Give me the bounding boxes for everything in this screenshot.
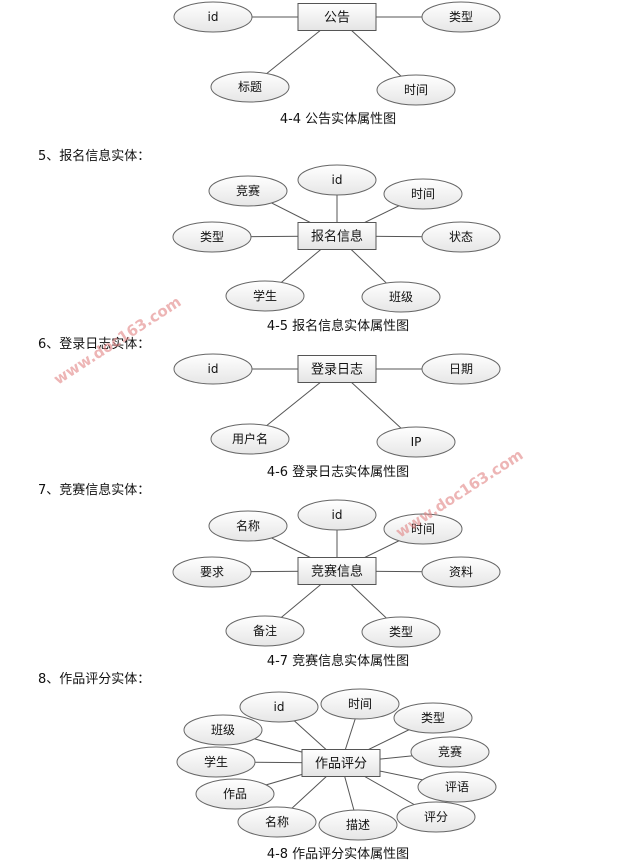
caption-fig-4-5: 4-5 报名信息实体属性图: [267, 318, 409, 334]
attribute-ellipse: [361, 281, 441, 313]
heading-login-log: 6、登录日志实体：: [38, 337, 150, 352]
entity-label: 公告: [324, 11, 350, 26]
attribute-label: IP: [411, 435, 422, 449]
attribute-label: 作品: [223, 787, 247, 801]
attribute-ellipse: [376, 74, 456, 106]
attribute-label: 名称: [236, 518, 260, 533]
attribute-label: 类型: [389, 625, 413, 639]
attribute-ellipse: [318, 809, 398, 841]
attribute-label: id: [332, 508, 343, 522]
attribute-ellipse: [195, 778, 275, 810]
attribute-label: 要求: [200, 565, 224, 579]
attribute-ellipse: [210, 71, 290, 103]
attribute-label: 学生: [253, 288, 277, 303]
entity-label: 竞赛信息: [311, 564, 363, 580]
attribute-ellipse: [410, 736, 490, 768]
attribute-ellipse: [383, 513, 463, 545]
attribute-ellipse: [421, 221, 501, 253]
entity-label: 登录日志: [311, 363, 363, 378]
attribute-ellipse: [421, 556, 501, 588]
attribute-ellipse: [208, 510, 288, 542]
attribute-ellipse: [183, 714, 263, 746]
attribute-label: 竞赛: [236, 183, 260, 198]
attribute-label: 时间: [411, 522, 435, 536]
attribute-label: 名称: [265, 814, 289, 829]
attribute-label: 时间: [404, 83, 428, 97]
attribute-label: 状态: [449, 230, 473, 244]
attribute-label: id: [332, 173, 343, 187]
attribute-ellipse: [225, 615, 305, 647]
attribute-label: 时间: [348, 697, 372, 711]
caption-fig-4-6: 4-6 登录日志实体属性图: [267, 465, 409, 480]
entity-box: [297, 355, 377, 383]
attribute-ellipse: [237, 806, 317, 838]
entity-label: 报名信息: [311, 229, 363, 245]
attribute-label: 时间: [411, 187, 435, 201]
attribute-label: 描述: [346, 818, 370, 832]
attribute-ellipse: [208, 175, 288, 207]
caption-fig-4-4: 4-4 公告实体属性图: [280, 112, 396, 127]
attribute-ellipse: [172, 221, 252, 253]
attribute-label: id: [208, 10, 219, 24]
entity-box: [297, 222, 377, 250]
attribute-ellipse: [421, 353, 501, 385]
entity-box: [297, 557, 377, 585]
attribute-label: 类型: [421, 711, 445, 725]
attribute-label: 评分: [424, 810, 448, 824]
heading-registration: 5、报名信息实体：: [38, 148, 150, 164]
entity-box: [301, 749, 381, 777]
attribute-label: 资料: [449, 565, 473, 579]
attribute-label: 备注: [253, 623, 277, 638]
attribute-ellipse: [173, 1, 253, 33]
attribute-ellipse: [297, 499, 377, 531]
attribute-ellipse: [393, 702, 473, 734]
attribute-ellipse: [172, 556, 252, 588]
attribute-ellipse: [210, 423, 290, 455]
attribute-ellipse: [225, 280, 305, 312]
attribute-label: 班级: [389, 290, 413, 304]
attribute-ellipse: [383, 178, 463, 210]
heading-work-score: 8、作品评分实体：: [38, 672, 150, 687]
attribute-ellipse: [376, 426, 456, 458]
attribute-label: 用户名: [232, 431, 268, 446]
attribute-label: 学生: [204, 754, 228, 769]
attribute-label: id: [274, 700, 285, 714]
entity-label: 作品评分: [315, 757, 367, 772]
caption-fig-4-7: 4-7 竞赛信息实体属性图: [267, 653, 409, 669]
attribute-ellipse: [239, 691, 319, 723]
attribute-label: 班级: [211, 723, 235, 737]
attribute-ellipse: [417, 771, 497, 803]
attribute-ellipse: [176, 746, 256, 778]
attribute-ellipse: [297, 164, 377, 196]
attribute-label: 标题: [238, 80, 262, 94]
attribute-label: 类型: [200, 230, 224, 244]
attribute-ellipse: [396, 801, 476, 833]
attribute-label: id: [208, 362, 219, 376]
attribute-label: 类型: [449, 10, 473, 24]
attribute-label: 评语: [445, 780, 469, 794]
attribute-ellipse: [421, 1, 501, 33]
attribute-ellipse: [320, 688, 400, 720]
attribute-ellipse: [173, 353, 253, 385]
attribute-label: 竞赛: [438, 744, 462, 759]
attribute-label: 日期: [449, 362, 473, 376]
entity-box: [297, 3, 377, 31]
caption-fig-4-8: 4-8 作品评分实体属性图: [267, 847, 409, 862]
attribute-ellipse: [361, 616, 441, 648]
heading-competition: 7、竞赛信息实体：: [38, 482, 150, 498]
